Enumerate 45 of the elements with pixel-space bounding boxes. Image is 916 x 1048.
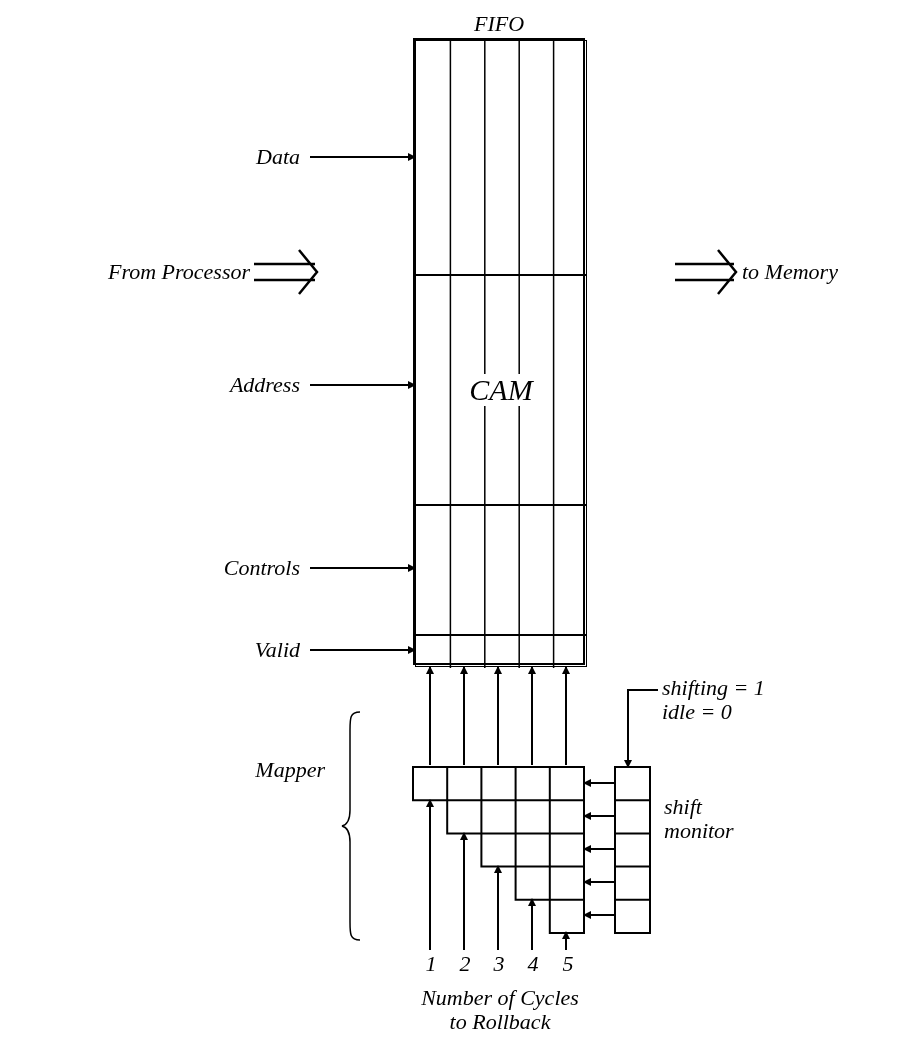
arrow [583,845,616,853]
cycle-number: 4 [522,952,544,976]
arrow [426,666,434,766]
shift-monitor-column [615,767,650,933]
output-label: to Memory [742,260,902,284]
arrow [583,779,616,787]
signal-label: Controls [170,556,300,580]
memory-section [415,275,587,505]
arrow [494,666,502,766]
arrow [583,812,616,820]
arrow [562,931,570,951]
signal-label: Address [180,373,300,397]
arrow [494,865,502,951]
status-label: shifting = 1 idle = 0 [662,676,772,724]
controls-section [415,505,587,635]
arrow [583,911,616,919]
axis-caption: Number of Cycles to Rollback [420,986,580,1034]
bus-arrow [673,248,738,296]
bus-arrow [252,248,319,296]
input-label: From Processor [5,260,250,284]
leader-arrow [624,689,659,768]
cycle-number: 3 [488,952,510,976]
arrow [562,666,570,766]
arrow [460,666,468,766]
arrow [528,666,536,766]
arrow [309,381,416,389]
arrow [426,799,434,951]
block-label: shift monitor [664,795,735,843]
cycle-number: 2 [454,952,476,976]
arrow [309,646,416,654]
mapper-label: Mapper [254,758,325,782]
arrow [309,564,416,572]
signal-label: Data [180,145,300,169]
cycle-number: 5 [557,952,579,976]
signal-label: Valid [180,638,300,662]
block-title: FIFO [472,12,526,36]
section-label: CAM [467,374,535,406]
mapper-grid [413,767,584,933]
arrow [528,898,536,951]
data-section [415,40,587,275]
arrow [309,153,416,161]
cycle-number: 1 [420,952,442,976]
arrow [583,878,616,886]
valid-row [415,635,587,667]
arrow [460,832,468,951]
